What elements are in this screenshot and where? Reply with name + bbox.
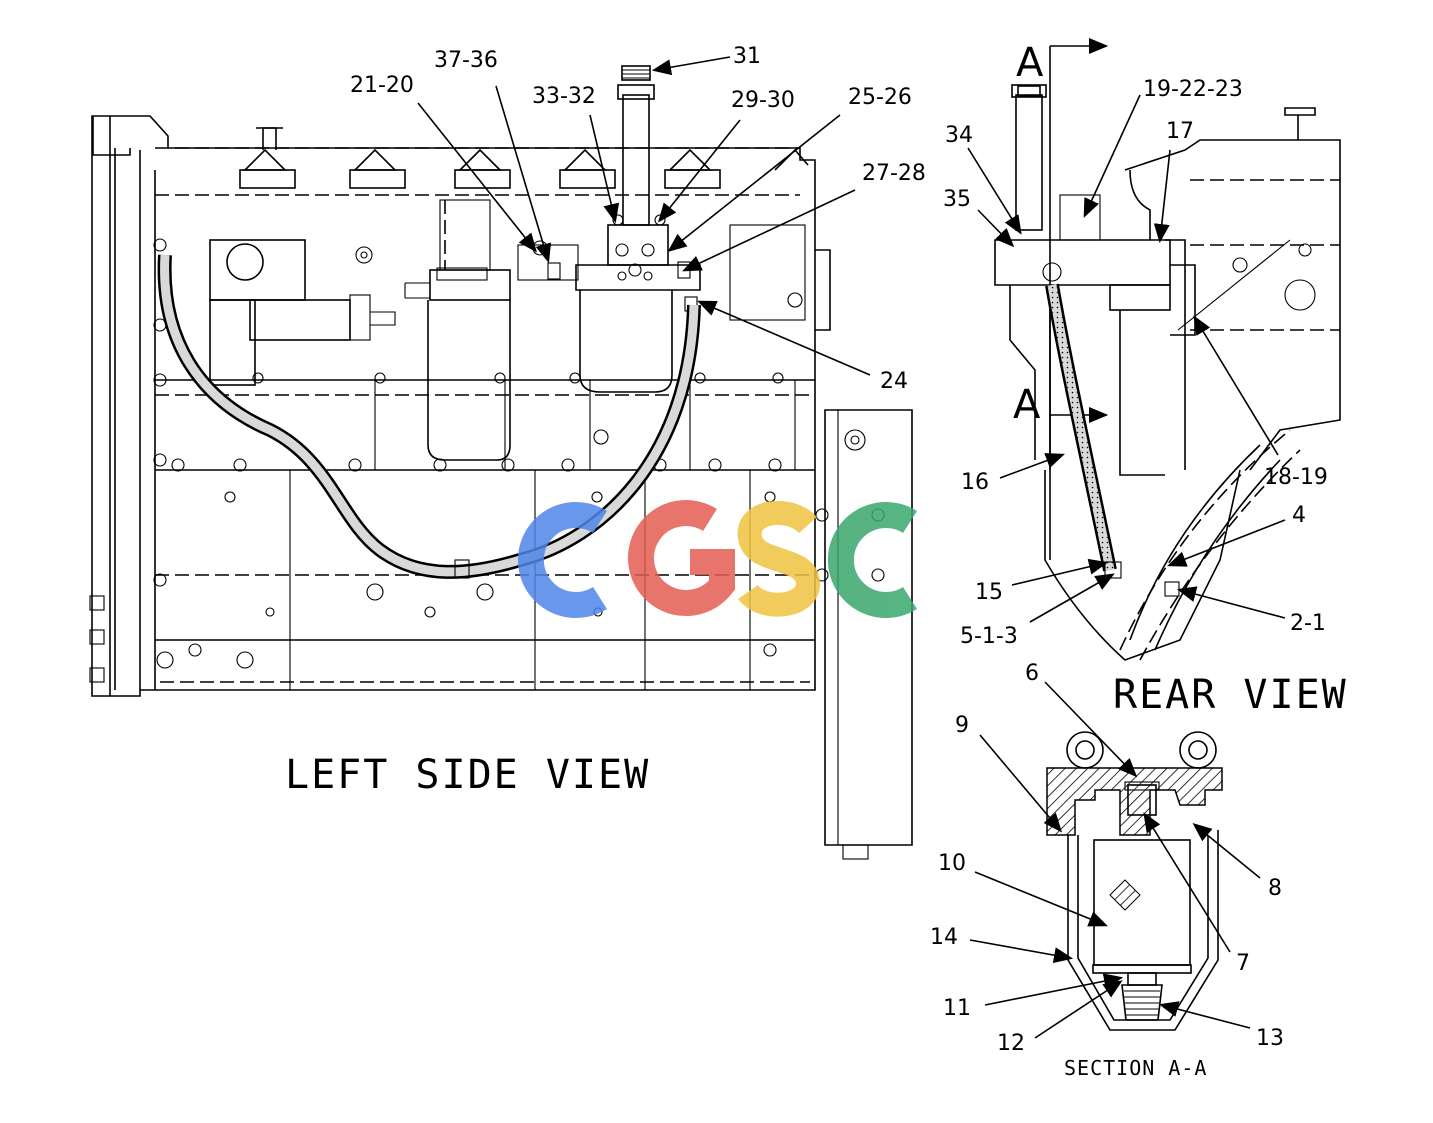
callout-27-28: 27-28 [862, 161, 926, 186]
callout-31: 31 [733, 44, 761, 69]
callout-35: 35 [943, 187, 971, 212]
section-a-a: 6 9 10 8 14 7 11 13 12 SECTION A-A [930, 661, 1284, 1080]
section-marker-mid: A [1013, 382, 1041, 428]
callout-37-36: 37-36 [434, 48, 498, 73]
left-side-view: 31 37-36 21-20 33-32 29-30 25-26 27-28 2… [89, 44, 926, 860]
callout-33-32: 33-32 [532, 84, 596, 109]
callout-11: 11 [943, 996, 971, 1021]
callout-6: 6 [1025, 661, 1039, 686]
callout-17: 17 [1166, 119, 1194, 144]
callout-16: 16 [961, 470, 989, 495]
rear-view-title: REAR VIEW [1113, 672, 1348, 718]
callout-13: 13 [1256, 1026, 1284, 1051]
callout-24: 24 [880, 369, 908, 394]
callout-29-30: 29-30 [731, 88, 795, 113]
callout-34: 34 [945, 123, 973, 148]
callout-8: 8 [1268, 876, 1282, 901]
callout-2-1: 2-1 [1290, 611, 1326, 636]
fuel-priming-pump [517, 65, 701, 393]
callout-19-22-23: 19-22-23 [1143, 77, 1243, 102]
cgsc-watermark-logo [517, 500, 917, 618]
callout-10: 10 [938, 851, 966, 876]
callout-5-1-3: 5-1-3 [960, 624, 1018, 649]
callout-9: 9 [955, 713, 969, 738]
section-a-a-title: SECTION A-A [1064, 1056, 1207, 1080]
left-side-view-title: LEFT SIDE VIEW [285, 752, 650, 798]
callout-4: 4 [1292, 503, 1306, 528]
rear-view: A A [943, 38, 1348, 718]
callout-12: 12 [997, 1031, 1025, 1056]
section-marker-top: A [1016, 40, 1044, 86]
callout-25-26: 25-26 [848, 85, 912, 110]
callout-21-20: 21-20 [350, 73, 414, 98]
callout-18-19: 18-19 [1264, 465, 1328, 490]
callout-7: 7 [1236, 951, 1250, 976]
callout-14: 14 [930, 925, 958, 950]
callout-15: 15 [975, 580, 1003, 605]
